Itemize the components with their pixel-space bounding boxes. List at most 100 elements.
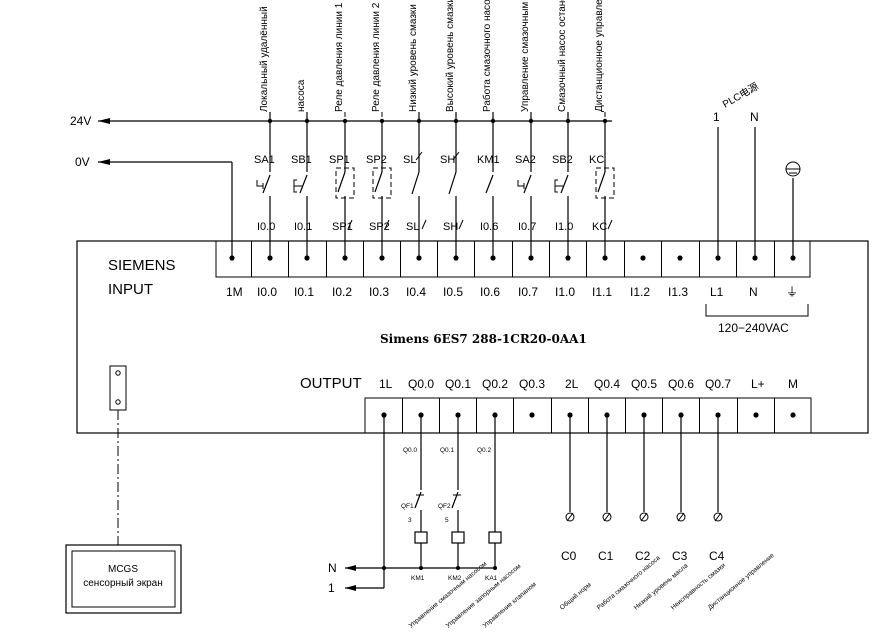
signal-terminal-icon [676, 512, 686, 522]
term-i1-3: I1.3 [668, 285, 688, 299]
input-terminal-label: I0.0 [257, 285, 277, 299]
coil-icon [488, 531, 502, 544]
power-header-n: N [750, 110, 759, 124]
output-wire-label: Q0.1 [440, 447, 454, 454]
input-symbol: SP2 [366, 154, 387, 166]
term-1m: 1M [226, 285, 243, 299]
terminal-dot [565, 255, 571, 261]
input-desc: Дистанционное управление [594, 0, 605, 112]
terminal-dot [453, 255, 459, 261]
hmi-line2: сенсорный экран [83, 578, 163, 589]
terminal-dot [267, 255, 273, 261]
terminal-dot [715, 255, 721, 261]
input-desc: Реле давления линии 1 [334, 2, 345, 112]
input-terminal-label: I0.3 [369, 285, 389, 299]
terminal-dot [753, 412, 759, 418]
power-rails: 24V 0V [70, 114, 612, 258]
input-pin: I0.7 [518, 221, 536, 233]
input-symbol: SL [403, 154, 416, 166]
terminal-dot [790, 412, 796, 418]
terminal-dot [529, 412, 535, 418]
output-terminal-label: Q0.7 [705, 377, 731, 391]
input-pin: KC [592, 221, 607, 233]
input-symbol: KC [589, 154, 604, 166]
input-pin: I0.1 [294, 221, 312, 233]
signal-terminal-icon [713, 512, 723, 522]
input-desc: Низкий уровень смазки [408, 4, 419, 112]
breaker-number: 3 [408, 517, 412, 524]
contact-symbol [335, 167, 355, 199]
signal-label: C1 [598, 549, 614, 563]
power-range: 120−240VAC [718, 321, 789, 335]
term-i1-2: I1.2 [630, 285, 650, 299]
input-terminal-label: I1.1 [592, 285, 612, 299]
hmi-screen [71, 550, 176, 608]
terminal-dot [602, 255, 608, 261]
contact-symbol [485, 174, 494, 194]
signal-terminal-icon [565, 512, 575, 522]
contact-symbol [517, 174, 532, 194]
input-pin: I0.0 [257, 221, 275, 233]
term-l1: L1 [710, 285, 724, 299]
contact-symbol [256, 174, 271, 194]
term-ground: ⏚ [786, 285, 798, 299]
input-symbol: SA2 [515, 154, 536, 166]
signal-desc: Общий норм [558, 580, 593, 611]
input-symbol: SA1 [254, 154, 275, 166]
signal-label: C4 [709, 549, 725, 563]
terminal-dot [379, 255, 385, 261]
rail-0v-label: 0V [75, 155, 90, 169]
output-terminal-label: Q0.6 [668, 377, 694, 391]
signal-label: C3 [672, 549, 688, 563]
input-desc: Высокий уровень смазки [445, 0, 456, 112]
terminal-dot [640, 255, 646, 261]
plc-input-label: INPUT [108, 281, 153, 298]
coil-desc: Управление запорным насосом [445, 563, 523, 630]
terminal-dot [342, 255, 348, 261]
output-terminal-label: Q0.2 [482, 377, 508, 391]
input-pin: SL [406, 221, 419, 233]
plc-output-label: OUTPUT [300, 375, 362, 392]
contact-symbol [595, 167, 615, 199]
terminal-dot [304, 255, 310, 261]
plc-model: Simens 6ES7 288-1CR20-0AA1 [380, 332, 587, 346]
com-port-icon [109, 365, 127, 411]
output-wire-label: Q0.0 [403, 447, 417, 454]
plc-vendor: SIEMENS [108, 257, 176, 274]
terminal-dot [229, 255, 235, 261]
input-pin: SP2 [369, 221, 390, 233]
input-symbol: SB1 [291, 154, 312, 166]
output-terminal-label: L+ [751, 377, 765, 391]
terminal-dot [790, 255, 796, 261]
bus-1-label: 1 [328, 581, 335, 595]
coil-icon [451, 531, 465, 544]
coil-label: KA1 [485, 575, 498, 582]
breaker-number: 5 [445, 517, 449, 524]
input-terminal-label: I0.2 [332, 285, 352, 299]
power-bracket [705, 304, 809, 317]
power-tag: PLC电源 [720, 80, 761, 111]
input-symbol: SP1 [329, 154, 350, 166]
term-n: N [749, 285, 758, 299]
input-desc: Локальный удалённый [259, 6, 270, 112]
hmi-line1: MCGS [108, 564, 138, 575]
signal-label: C0 [561, 549, 577, 563]
input-terminal-label: I0.6 [480, 285, 500, 299]
coil-desc: Управление смазочным насосом [408, 560, 489, 629]
contact-symbol [411, 151, 423, 195]
signal-label: C2 [635, 549, 651, 563]
input-terminal-label: I0.7 [518, 285, 538, 299]
output-terminal-label: 2L [565, 377, 579, 391]
power-header-1: 1 [713, 110, 720, 124]
terminal-dot [416, 255, 422, 261]
